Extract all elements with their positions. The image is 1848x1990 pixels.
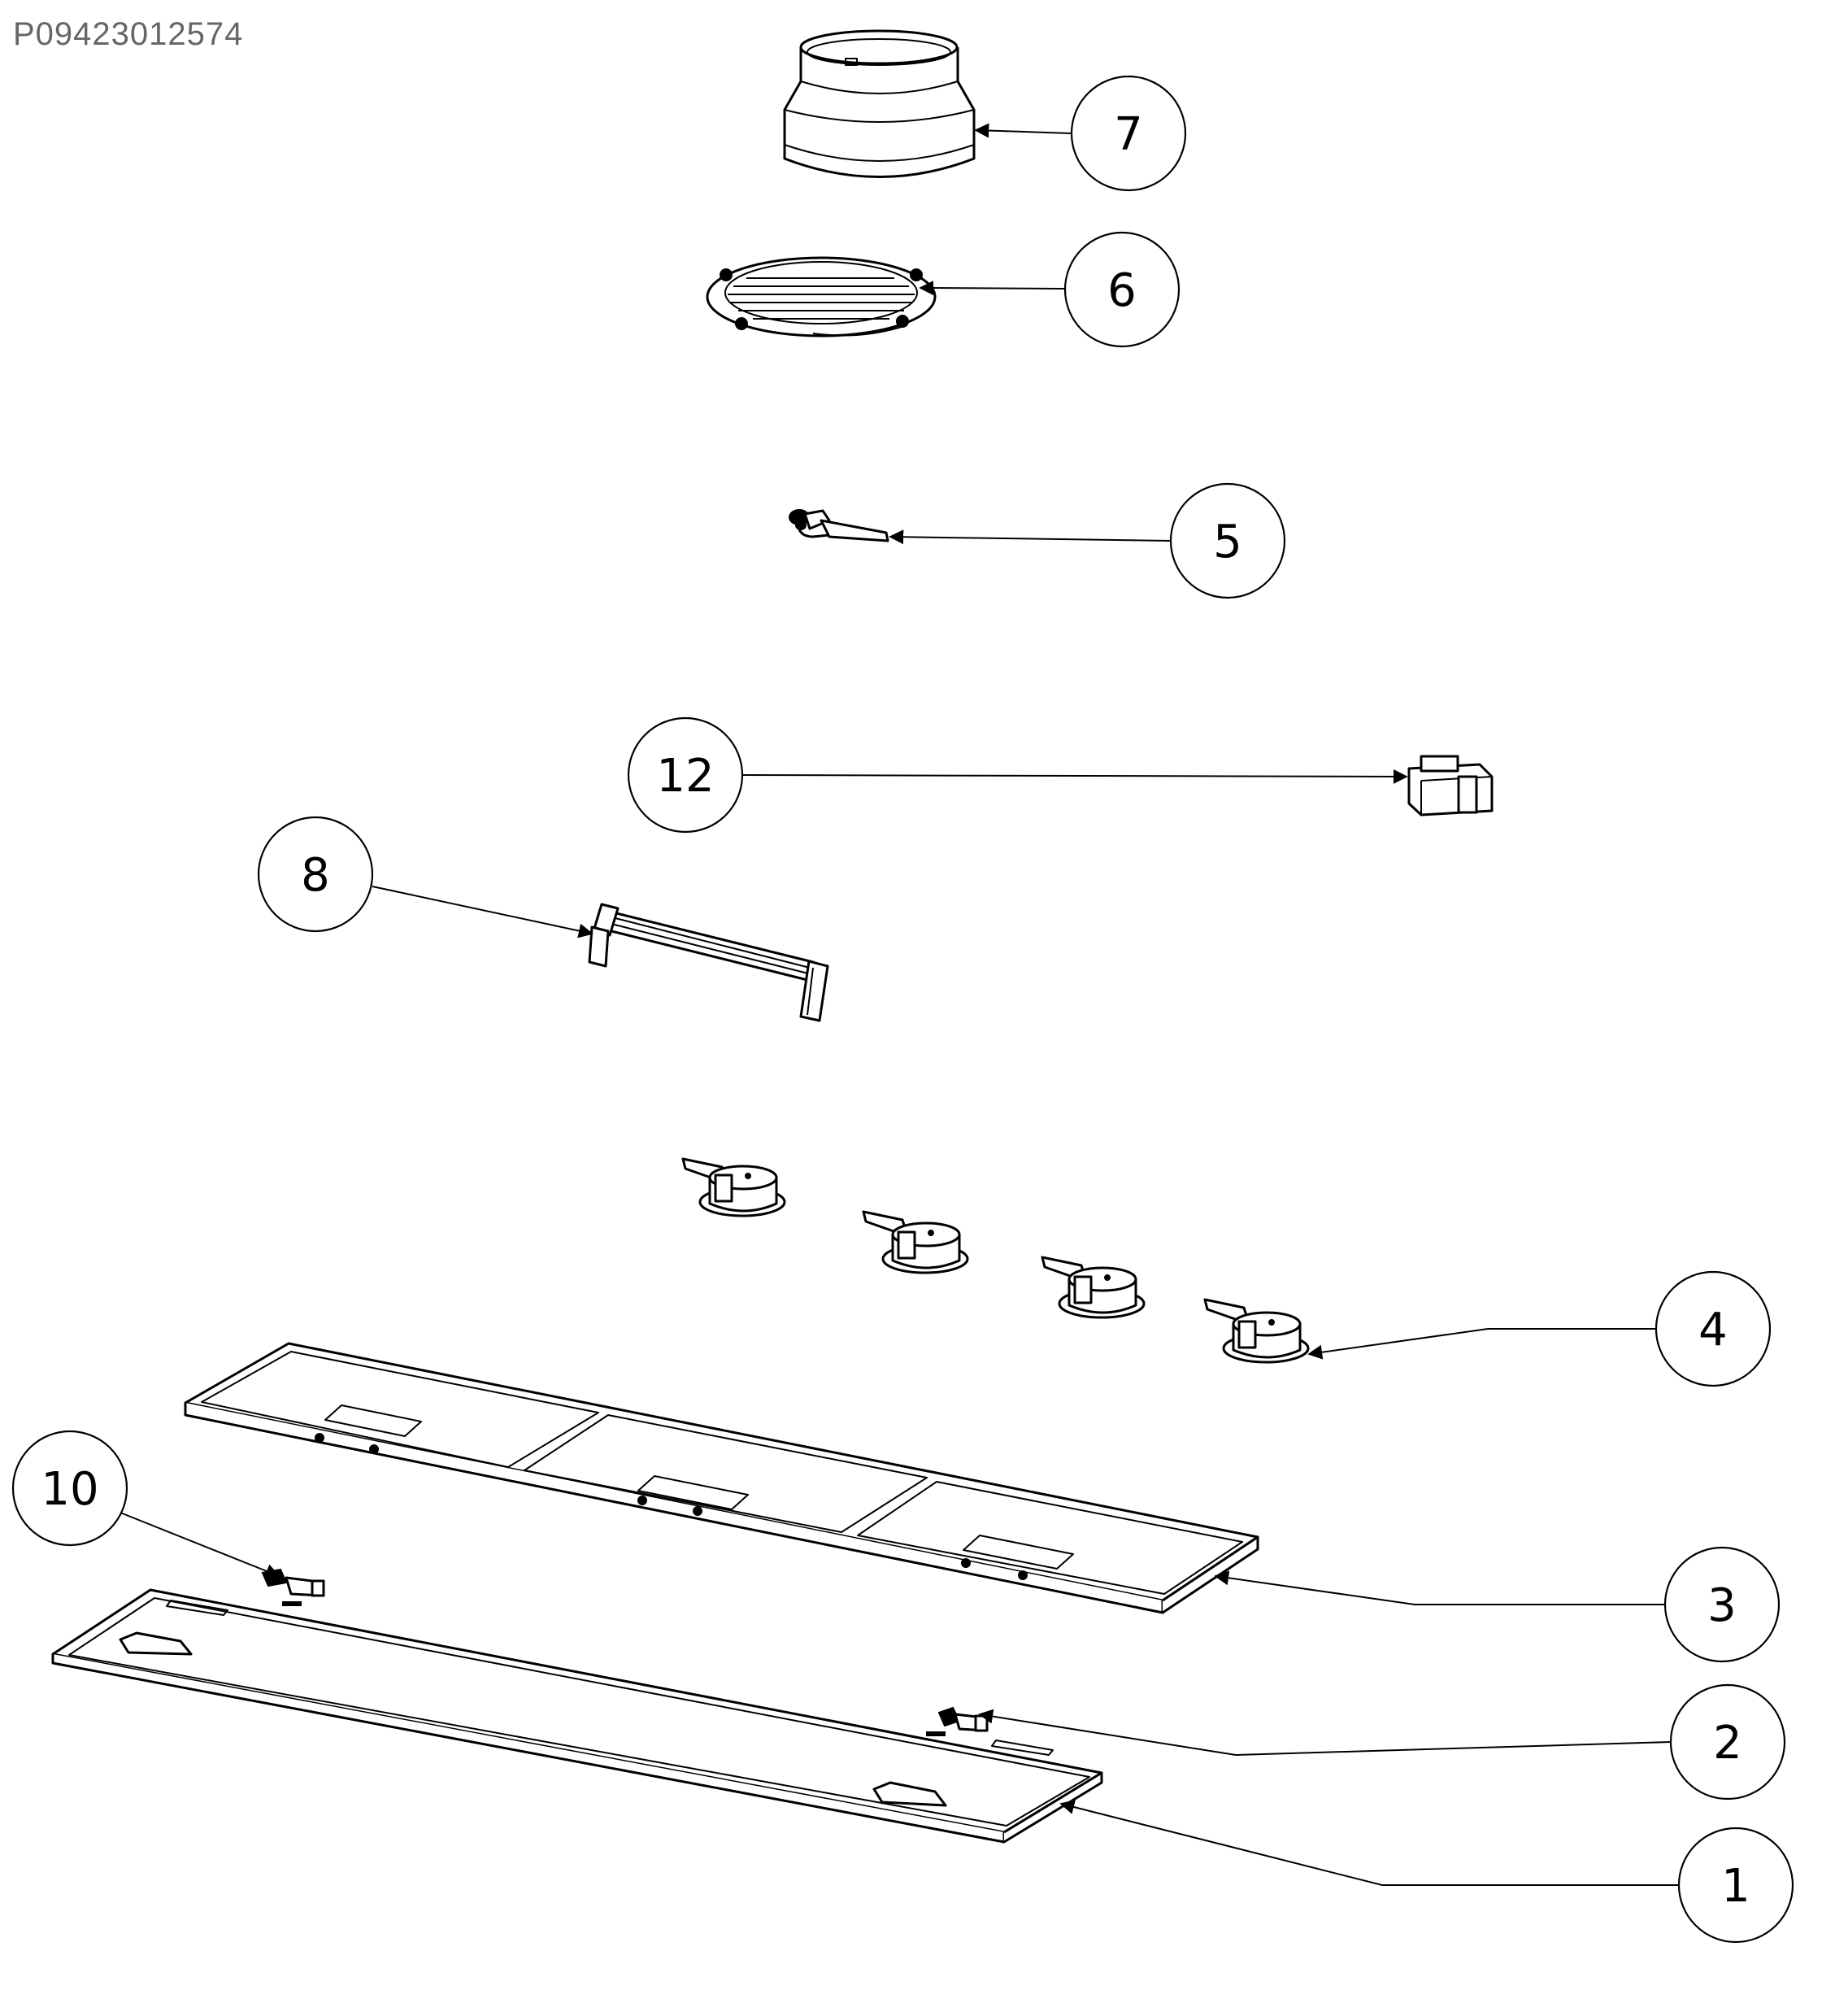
callout-3-label: 3: [1707, 1579, 1737, 1632]
callout-10: 10: [11, 1430, 128, 1547]
part-2-clip: [937, 1706, 989, 1732]
part-8-flat-cable: [588, 903, 829, 1022]
callout-8: 8: [257, 816, 374, 933]
part-1-frame: [51, 1588, 1103, 1844]
callout-5: 5: [1169, 482, 1286, 599]
part-6-round-grille: [706, 256, 937, 337]
callout-12: 12: [627, 716, 744, 834]
callout-6: 6: [1063, 231, 1181, 348]
callout-5-label: 5: [1213, 516, 1242, 568]
callout-1: 1: [1677, 1827, 1794, 1944]
callout-8-label: 8: [301, 849, 330, 902]
document-code: P09423012574: [13, 16, 244, 52]
callout-2-label: 2: [1713, 1717, 1742, 1770]
part-4-spot-light-4: [1203, 1298, 1310, 1364]
part-4-spot-light-3: [1041, 1256, 1146, 1319]
callout-1-label: 1: [1721, 1860, 1750, 1913]
callout-2: 2: [1669, 1683, 1786, 1801]
callout-6-label: 6: [1107, 264, 1137, 317]
part-7-duct-collar: [783, 29, 976, 178]
part-5-wire-clip: [789, 509, 889, 542]
callout-4-label: 4: [1698, 1304, 1728, 1356]
part-4-spot-light-1: [681, 1157, 786, 1217]
callout-7-label: 7: [1114, 108, 1143, 161]
part-4-spot-light-2: [862, 1210, 969, 1274]
callout-4: 4: [1655, 1270, 1772, 1387]
callout-12-label: 12: [656, 750, 714, 803]
callout-10-label: 10: [41, 1463, 98, 1516]
leaders: [120, 123, 1679, 1886]
part-12-connector-block: [1407, 755, 1494, 816]
callout-7: 7: [1070, 75, 1187, 192]
part-3-grease-filters: [184, 1342, 1259, 1614]
callout-3: 3: [1663, 1546, 1781, 1663]
